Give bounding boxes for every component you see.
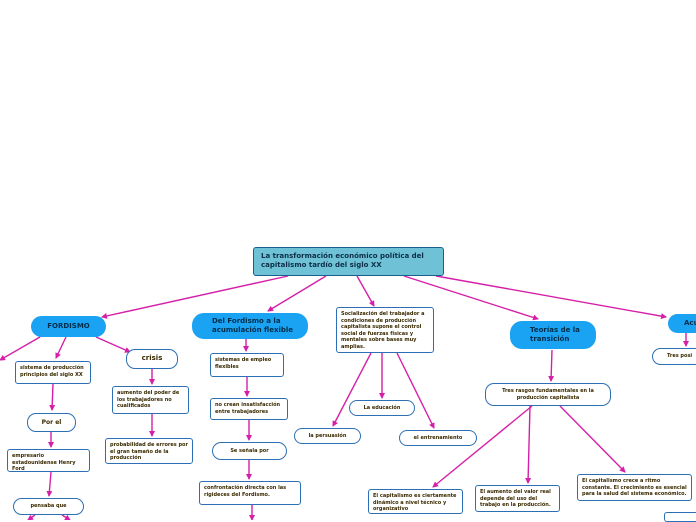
edge-tresrasgos-aumento bbox=[525, 405, 532, 484]
no-crean-text: no crean insatisfacción entre trabajador… bbox=[215, 402, 281, 415]
por-el-node[interactable]: Por el bbox=[27, 413, 76, 432]
entrenamiento-node[interactable]: el entrenamiento bbox=[399, 430, 477, 446]
no-crean-node[interactable]: no crean insatisfacción entre trabajador… bbox=[210, 398, 288, 420]
educacion-text: La educación bbox=[363, 404, 401, 411]
edge-root-right bbox=[435, 275, 667, 320]
right-edge-partial-box bbox=[664, 512, 696, 522]
edge-sistema-porel bbox=[49, 383, 56, 411]
crisis-text: crisis bbox=[141, 354, 163, 363]
sistemas-empleo-node[interactable]: sistemas de empleo flexibles bbox=[210, 353, 284, 377]
educacion-node[interactable]: La educación bbox=[349, 400, 415, 416]
edge-socializacion-persuasion bbox=[332, 352, 372, 427]
del-fordismo-title: Del Fordismo a la acumulación flexible bbox=[212, 316, 294, 334]
persuasion-text: la persuasión bbox=[308, 432, 347, 439]
crisis-aumento-text: aumento del poder de los trabajadores no… bbox=[117, 390, 180, 409]
edge-teorias-tresrasgos bbox=[548, 349, 555, 382]
empresario-node[interactable]: empresario estadounidense Henry Ford bbox=[7, 449, 90, 472]
por-el-text: Por el bbox=[41, 418, 62, 426]
capitalismo-dinamico-text: El capitalismo es ciertamente dinámico a… bbox=[373, 493, 457, 512]
crisis-probabilidad-node[interactable]: probabilidad de errores por el gran tama… bbox=[105, 438, 193, 464]
edge-root-fordismo bbox=[101, 275, 289, 319]
fordismo-sistema-text: sistema de producción principios del sig… bbox=[20, 365, 84, 378]
persuasion-node[interactable]: la persuasión bbox=[294, 428, 361, 444]
edge-fordismo-sistema bbox=[55, 336, 67, 359]
tres-posi-text-partial: Tres posi bbox=[667, 353, 693, 360]
se-senala-node[interactable]: Se señala por bbox=[212, 442, 287, 460]
edge-root-delfordismo bbox=[267, 275, 327, 312]
capitalismo-dinamico-node[interactable]: El capitalismo es ciertamente dinámico a… bbox=[368, 489, 463, 514]
edge-tresrasgos-crece bbox=[559, 405, 626, 473]
crisis-probabilidad-text: probabilidad de errores por el gran tama… bbox=[110, 442, 188, 461]
teorias-topic[interactable]: Teorías de la transición bbox=[510, 321, 596, 349]
tres-rasgos-text: Tres rasgos fundamentales en la producci… bbox=[502, 388, 594, 401]
capitalismo-crece-node[interactable]: El capitalismo crece a ritmo constante. … bbox=[577, 474, 692, 501]
acumulacion-title-partial: Acu bbox=[684, 318, 696, 327]
fordismo-title: FORDISMO bbox=[47, 321, 90, 330]
confrontacion-node[interactable]: confrontación directa con las rigideces … bbox=[199, 481, 301, 505]
tres-rasgos-node[interactable]: Tres rasgos fundamentales en la producci… bbox=[485, 383, 611, 406]
tres-posi-node-partial[interactable]: Tres posi bbox=[652, 348, 696, 365]
aumento-valor-node[interactable]: El aumento del valor real depende del us… bbox=[475, 485, 560, 512]
crisis-node[interactable]: crisis bbox=[126, 349, 178, 369]
se-senala-text: Se señala por bbox=[230, 447, 269, 454]
edge-fordismo-crisis bbox=[95, 336, 131, 353]
edge-empresario-pensaba bbox=[46, 471, 53, 497]
edge-socializacion-entrenamiento bbox=[396, 352, 435, 429]
pensaba-que-text: pensaba que bbox=[30, 503, 67, 510]
edge-pensaba-left bbox=[27, 514, 36, 520]
edge-tresrasgos-capitalismo bbox=[432, 405, 533, 488]
empresario-text: empresario estadounidense Henry Ford bbox=[12, 453, 76, 472]
edge-fordismo-left bbox=[0, 336, 41, 361]
edge-root-socializacion bbox=[356, 275, 375, 307]
aumento-valor-text: El aumento del valor real depende del us… bbox=[480, 489, 551, 508]
sistemas-empleo-text: sistemas de empleo flexibles bbox=[215, 357, 272, 370]
fordismo-sistema-node[interactable]: sistema de producción principios del sig… bbox=[15, 361, 91, 384]
confrontacion-text: confrontación directa con las rigideces … bbox=[204, 485, 287, 498]
teorias-title: Teorías de la transición bbox=[530, 325, 580, 343]
socializacion-text: Socialización del trabajador a condicion… bbox=[341, 311, 425, 350]
socializacion-node[interactable]: Socialización del trabajador a condicion… bbox=[336, 307, 434, 353]
fordismo-topic[interactable]: FORDISMO bbox=[31, 316, 106, 337]
pensaba-que-node[interactable]: pensaba que bbox=[13, 498, 84, 515]
acumulacion-topic-partial[interactable]: Acu bbox=[668, 314, 696, 333]
capitalismo-crece-text: El capitalismo crece a ritmo constante. … bbox=[582, 478, 687, 497]
root-topic-text: La transformación económico política del… bbox=[261, 252, 424, 270]
del-fordismo-topic[interactable]: Del Fordismo a la acumulación flexible bbox=[192, 313, 308, 339]
entrenamiento-text: el entrenamiento bbox=[413, 434, 463, 441]
edge-pensaba-right bbox=[61, 514, 71, 520]
root-topic[interactable]: La transformación económico política del… bbox=[253, 247, 444, 276]
edge-root-teorias bbox=[403, 275, 539, 321]
crisis-aumento-node[interactable]: aumento del poder de los trabajadores no… bbox=[112, 386, 189, 414]
